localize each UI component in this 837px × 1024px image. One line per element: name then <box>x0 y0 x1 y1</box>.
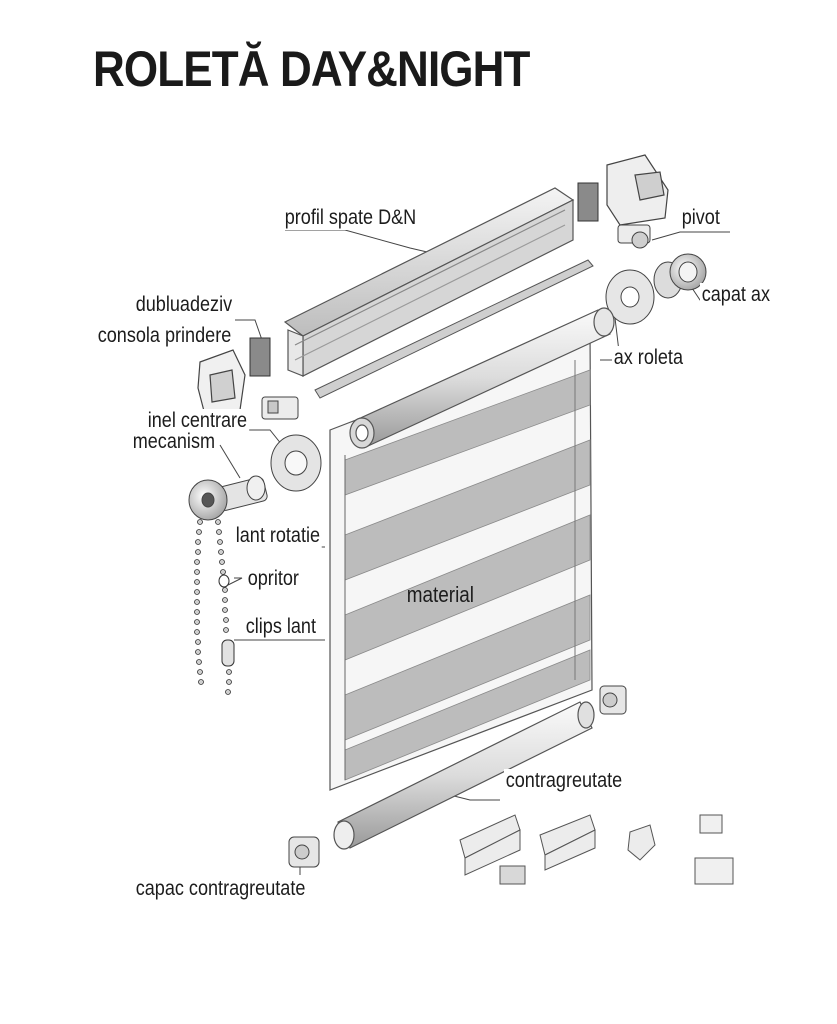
label-stopper: opritor <box>246 567 301 591</box>
end-cap <box>653 253 707 299</box>
label-pivot: pivot <box>680 206 722 230</box>
label-back-profile: profil spate D&N <box>283 206 418 230</box>
pivot-part <box>617 224 651 249</box>
chain-stopper <box>218 574 230 588</box>
roller-tube <box>349 307 615 449</box>
profile-sections <box>459 814 734 885</box>
label-bottom-bar: contragreutate <box>504 769 624 793</box>
bottom-bar <box>333 701 595 850</box>
bead-chain <box>194 519 232 695</box>
dark-stripes <box>344 369 591 781</box>
centering-ring-right <box>605 269 655 325</box>
label-end-cap: capat ax <box>700 283 772 307</box>
back-profile-rail <box>283 187 575 377</box>
mechanism-part <box>188 475 268 521</box>
adhesive-pad-right <box>577 182 599 222</box>
label-mechanism: mecanism <box>131 430 217 454</box>
chain-clip <box>221 639 235 667</box>
bottom-cap-left <box>288 836 320 868</box>
label-double-adhesive: dubluadeziv <box>134 293 234 317</box>
bracket-right <box>606 154 669 226</box>
label-mounting-bracket: consola prindere <box>96 324 233 348</box>
fabric-panel <box>329 329 593 791</box>
label-chain: lant rotatie <box>234 524 322 548</box>
label-roller-axis: ax roleta <box>612 346 685 370</box>
adhesive-pad-left <box>249 337 271 377</box>
bottom-cap-right <box>599 685 627 715</box>
label-material: material <box>406 582 475 607</box>
bracket-left <box>197 349 246 416</box>
label-bottom-bar-cap: capac contragreutate <box>134 877 308 901</box>
label-chain-clip: clips lant <box>244 615 318 639</box>
centering-ring-left <box>270 434 322 492</box>
insert-strip <box>314 259 594 399</box>
label-centering-ring: inel centrare <box>146 409 249 433</box>
diagram-title: ROLETĂ DAY&NIGHT <box>93 41 530 97</box>
clip-part-left <box>261 396 299 420</box>
